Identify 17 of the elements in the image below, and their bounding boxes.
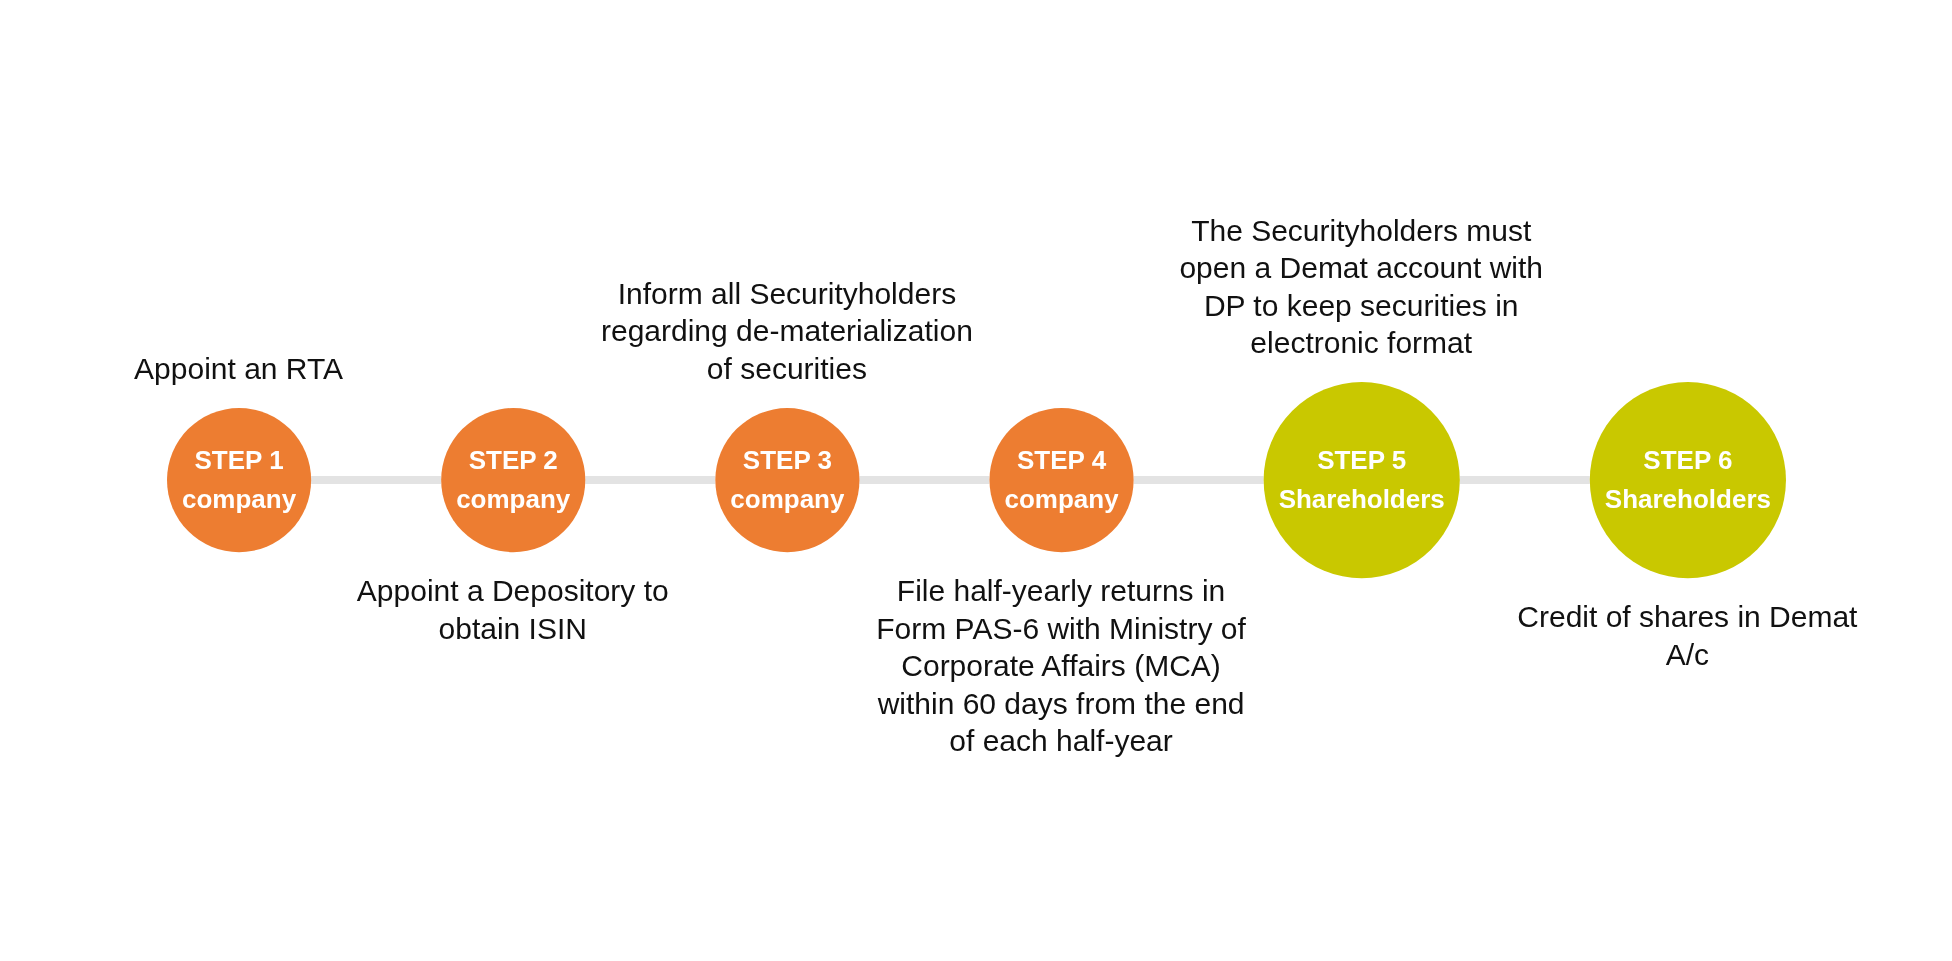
node-circle: STEP 2 company (440, 407, 585, 553)
step-description: Inform all Securityholders regarding de-materialization of securities (599, 275, 974, 387)
step-description: File half-yearly returns in Form PAS-6 with Ministry of Corporate Affairs (MCA) within 60 days from the end of each half-year (875, 573, 1247, 760)
node-circle: STEP 4 company (989, 407, 1134, 553)
node-circle: STEP 6 Shareholders (1589, 381, 1786, 579)
step-description: Credit of shares in Demat A/c (1516, 599, 1859, 673)
connector (310, 476, 441, 484)
node-circle: STEP 5 Shareholders (1263, 381, 1460, 579)
connector (584, 476, 715, 484)
connector (1459, 476, 1590, 484)
node-circle: STEP 1 company (166, 407, 311, 553)
step-description: Appoint a Depository to obtain ISIN (355, 573, 670, 647)
node-circle: STEP 3 company (714, 407, 859, 553)
step-description: The Securityholders must open a Demat account with DP to keep securities in electronic format (1178, 212, 1544, 362)
connector (1133, 476, 1264, 484)
connector (859, 476, 989, 484)
step-description: Appoint an RTA (133, 350, 345, 387)
